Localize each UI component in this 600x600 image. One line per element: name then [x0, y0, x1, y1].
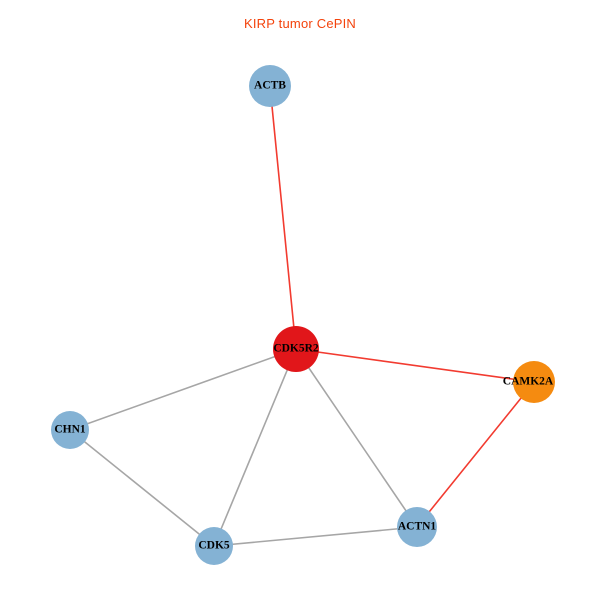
graph-edge	[295, 348, 418, 528]
graph-node-label-cdk5: CDK5	[198, 540, 230, 552]
graph-node-label-actn1: ACTN1	[398, 521, 437, 533]
graph-edge	[269, 85, 297, 350]
graph-node-chn1[interactable]	[51, 411, 89, 449]
graph-node-label-actb: ACTB	[254, 80, 286, 92]
graph-node-actn1[interactable]	[397, 507, 437, 547]
graph-node-actb[interactable]	[249, 65, 291, 107]
edges-layer	[69, 85, 535, 547]
graph-edge	[213, 348, 297, 547]
page-title: KIRP tumor CePIN	[243, 16, 357, 31]
graph-node-camk2a[interactable]	[513, 361, 555, 403]
graph-edge	[69, 348, 297, 431]
graph-edge	[69, 429, 215, 547]
graph-node-cdk5r2[interactable]	[273, 326, 319, 372]
graph-node-label-cdk5r2: CDK5R2	[273, 343, 319, 355]
graph-edge	[416, 381, 535, 528]
nodes-layer	[51, 65, 555, 565]
graph-edge	[295, 348, 535, 383]
graph-node-cdk5[interactable]	[195, 527, 233, 565]
graph-node-label-camk2a: CAMK2A	[503, 376, 554, 388]
graph-node-label-chn1: CHN1	[54, 424, 86, 436]
graph-edge	[213, 526, 418, 547]
